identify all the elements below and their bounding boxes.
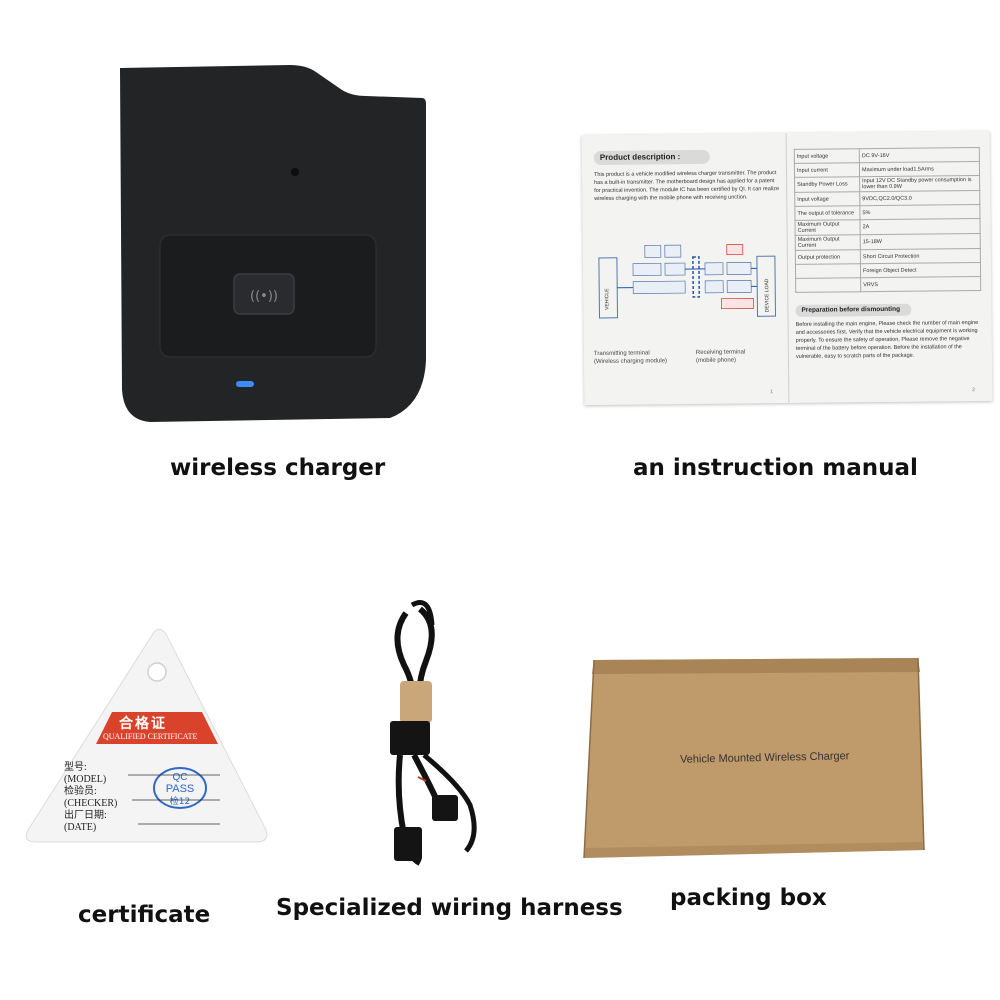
harness-tape xyxy=(400,681,432,723)
svg-text:DEVICE LOAD: DEVICE LOAD xyxy=(764,278,770,312)
caption-packing-box: packing box xyxy=(670,885,827,911)
spec-label: Output protection xyxy=(795,249,861,265)
transmitting-terminal-label: Transmitting terminal (Wireless charging… xyxy=(593,350,668,366)
certificate-title-cn: 合格证 xyxy=(119,716,167,732)
spec-value: Input 12V DC Standby power consumption i… xyxy=(859,175,980,192)
certificate-fields: 型号: (MODEL) 检验员: (CHECKER) 出厂日期: (DATE) xyxy=(64,762,118,833)
instruction-manual: Product description : This product is a … xyxy=(581,130,993,406)
charger-led xyxy=(236,381,254,387)
spec-label: Input voltage xyxy=(794,148,860,164)
spec-value: Maximum under load1.5Arms xyxy=(859,161,980,177)
page-number-left: 1 xyxy=(770,389,774,396)
svg-text:PASS: PASS xyxy=(166,783,195,795)
receiving-terminal-label: Receiving terminal (mobile phone) xyxy=(695,349,746,364)
harness-connector-bottom xyxy=(394,827,422,861)
preparation-text: Before installing the main engine, Pleas… xyxy=(795,320,979,360)
caption-instruction-manual: an instruction manual xyxy=(633,455,918,481)
wireless-charger-image: ((•)) xyxy=(120,65,426,422)
svg-text:检12: 检12 xyxy=(170,795,190,807)
spec-value: 5% xyxy=(859,204,980,220)
spec-label: Maximum Output Current xyxy=(795,219,861,236)
spec-label xyxy=(795,263,861,279)
packing-box-image xyxy=(583,657,925,859)
harness-connector-mid xyxy=(432,795,458,821)
certificate-title-en: QUALIFIED CERTIFICATE xyxy=(103,732,198,741)
svg-text:QC: QC xyxy=(173,772,188,783)
spec-label: Input voltage xyxy=(794,191,860,207)
spec-row: VRVS xyxy=(795,276,981,293)
spec-value: 15-18W xyxy=(860,233,981,250)
preparation-title: Preparation before dismounting xyxy=(795,303,912,317)
spec-value: 2A xyxy=(859,218,981,235)
spec-label xyxy=(795,277,861,293)
manual-diagram: VEHICLE DEVICE LOAD xyxy=(598,244,777,319)
spec-value: DC 9V-16V xyxy=(859,147,980,163)
caption-wiring-harness: Specialized wiring harness xyxy=(276,895,623,921)
product-description-title: Product description : xyxy=(593,149,710,166)
caption-certificate: certificate xyxy=(78,902,211,928)
svg-text:((•)): ((•)) xyxy=(250,289,278,304)
svg-text:VEHICLE: VEHICLE xyxy=(604,288,610,310)
spec-value: VRVS xyxy=(860,276,981,292)
spec-label: Standby Power Loss xyxy=(794,176,860,193)
spec-label: The output of tolerance xyxy=(794,205,860,221)
spec-label: Maximum Output Current xyxy=(795,234,861,251)
product-description-text: This product is a vehicle modified wirel… xyxy=(593,170,780,203)
spec-value: Short Circuit Protection xyxy=(860,248,981,264)
certificate-image: QC PASS 检12 xyxy=(25,628,268,843)
page-number-right: 2 xyxy=(972,387,976,394)
spec-value: 9VDC,QC2.0/QC3.0 xyxy=(859,190,980,206)
caption-wireless-charger: wireless charger xyxy=(170,455,386,481)
wiring-harness-image xyxy=(390,600,477,866)
spec-label: Input current xyxy=(794,162,860,178)
charger-hole xyxy=(291,168,299,176)
wireless-icon xyxy=(233,273,295,315)
harness-connector-top xyxy=(390,721,430,755)
qc-stamp xyxy=(153,767,207,809)
spec-value: Foreign Object Detect xyxy=(860,262,981,278)
